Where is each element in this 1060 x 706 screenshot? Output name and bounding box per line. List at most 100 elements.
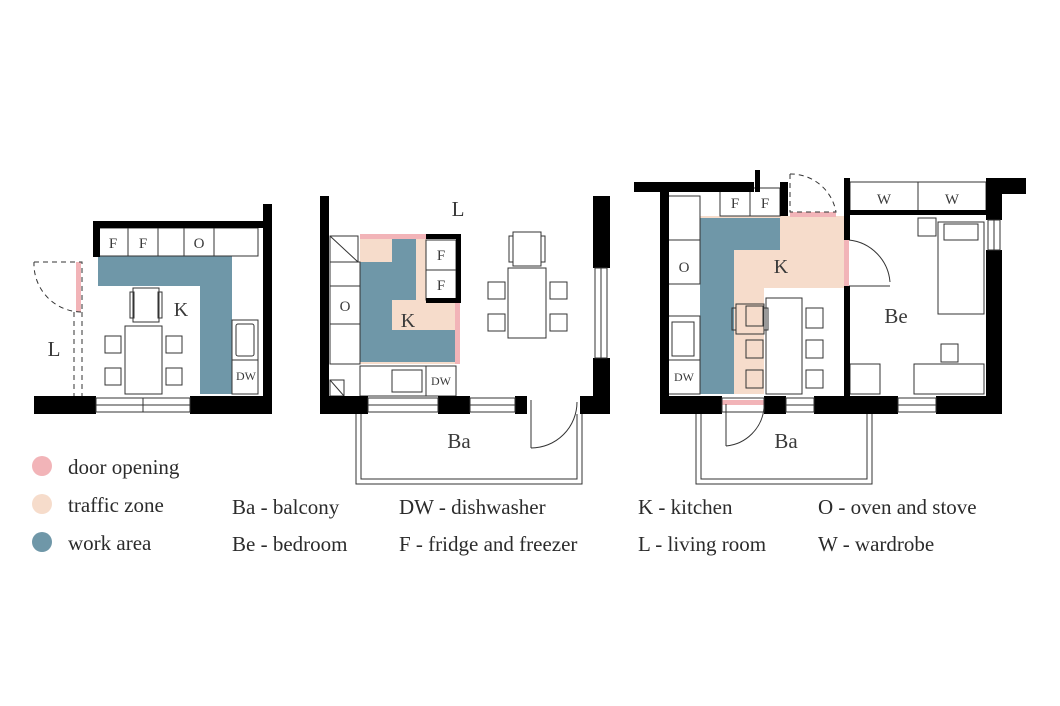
door-swing bbox=[33, 261, 83, 396]
chair bbox=[745, 339, 764, 359]
wheelchair bbox=[731, 303, 769, 335]
traffic-zone bbox=[700, 216, 844, 394]
legend-work-area: work area bbox=[68, 531, 152, 555]
traffic-zone-swatch bbox=[32, 494, 52, 514]
dishwasher-label: DW bbox=[431, 374, 452, 388]
balcony-label: Ba bbox=[774, 429, 798, 453]
dining-table bbox=[507, 267, 547, 339]
oven-label: O bbox=[340, 299, 351, 315]
abbreviation: Ba - balcony bbox=[232, 495, 340, 519]
dishwasher-label: DW bbox=[236, 369, 257, 383]
wardrobe-label: W bbox=[945, 192, 960, 208]
door-opening-zone bbox=[76, 262, 81, 312]
counter-cabinet bbox=[329, 323, 361, 365]
sink bbox=[671, 321, 695, 357]
chair bbox=[805, 339, 824, 359]
counter-cabinet bbox=[329, 261, 361, 287]
balcony-door bbox=[530, 400, 578, 449]
chair bbox=[745, 305, 764, 327]
legend: door opening traffic zone work area Ba -… bbox=[32, 455, 977, 556]
fridge-label: F bbox=[731, 196, 739, 212]
abbreviation: F - fridge and freezer bbox=[399, 532, 577, 556]
fridge-label: F bbox=[437, 248, 445, 264]
door-opening-zone bbox=[360, 234, 426, 239]
bedroom-label: Be bbox=[884, 304, 907, 328]
abbreviation: L - living room bbox=[638, 532, 766, 556]
balcony-label: Ba bbox=[447, 429, 471, 453]
door-opening-zone bbox=[790, 212, 836, 217]
door-opening-zone bbox=[844, 240, 849, 286]
abbreviation: Be - bedroom bbox=[232, 532, 347, 556]
kitchen-label: K bbox=[174, 299, 189, 321]
chair bbox=[549, 313, 568, 332]
sink bbox=[391, 369, 423, 393]
door-opening-swatch bbox=[32, 456, 52, 476]
work-area-zone bbox=[392, 238, 416, 300]
legend-traffic-zone: traffic zone bbox=[68, 493, 164, 517]
chair bbox=[165, 367, 183, 386]
chair bbox=[745, 369, 764, 389]
wardrobe-label: W bbox=[877, 192, 892, 208]
dishwasher-cabinet bbox=[231, 359, 259, 395]
cabinet bbox=[849, 363, 881, 395]
walls bbox=[34, 204, 272, 414]
counter-cabinet bbox=[667, 195, 701, 241]
door-opening-zone bbox=[455, 302, 460, 364]
work-area-zone bbox=[360, 262, 456, 362]
plan-1: F F O K DW L bbox=[33, 204, 272, 414]
dining-table bbox=[124, 325, 163, 395]
fridge-label: F bbox=[437, 278, 445, 294]
living-room-label: L bbox=[452, 197, 465, 221]
chair bbox=[549, 281, 568, 300]
chair bbox=[805, 307, 824, 329]
work-area-swatch bbox=[32, 532, 52, 552]
oven-label: O bbox=[194, 236, 205, 252]
desk bbox=[913, 363, 985, 395]
fridge-label: F bbox=[139, 236, 147, 252]
chair bbox=[940, 343, 959, 363]
door-opening-zone bbox=[722, 400, 764, 405]
chair bbox=[487, 281, 506, 300]
fridge-label: F bbox=[761, 196, 769, 212]
sink-cabinet bbox=[667, 315, 701, 361]
oven-label: O bbox=[679, 260, 690, 276]
counter-cabinet bbox=[213, 227, 259, 257]
nightstand bbox=[917, 217, 937, 237]
door-swing bbox=[789, 173, 837, 213]
abbreviation: O - oven and stove bbox=[818, 495, 977, 519]
window bbox=[367, 267, 608, 413]
chair bbox=[487, 313, 506, 332]
abbreviation: DW - dishwasher bbox=[399, 495, 546, 519]
fridge-label: F bbox=[109, 236, 117, 252]
walls bbox=[320, 196, 610, 414]
dishwasher-label: DW bbox=[674, 370, 695, 384]
kitchen-label: K bbox=[401, 310, 416, 332]
walls bbox=[634, 170, 1026, 414]
plan-3: F F W W O K DW Be Ba bbox=[634, 170, 1026, 485]
window bbox=[95, 397, 191, 413]
work-area-zone bbox=[200, 256, 232, 394]
balcony bbox=[695, 414, 873, 485]
island-table bbox=[765, 297, 803, 395]
chair bbox=[165, 335, 183, 354]
legend-door-opening: door opening bbox=[68, 455, 180, 479]
wheelchair bbox=[129, 287, 163, 323]
chair bbox=[104, 367, 122, 386]
abbreviation: W - wardrobe bbox=[818, 532, 934, 556]
door-swing bbox=[725, 239, 891, 447]
work-area-zone bbox=[700, 218, 780, 394]
balcony bbox=[355, 414, 583, 485]
living-room-label: L bbox=[48, 337, 61, 361]
counter-cabinet bbox=[157, 227, 185, 257]
chair bbox=[805, 369, 824, 389]
window bbox=[721, 219, 1001, 413]
sink bbox=[235, 323, 255, 357]
chair bbox=[104, 335, 122, 354]
kitchen-label: K bbox=[774, 256, 789, 278]
wheelchair bbox=[508, 231, 546, 267]
plan-2: L F F O K DW Ba bbox=[320, 196, 610, 485]
pillow bbox=[943, 223, 979, 241]
bed bbox=[937, 221, 985, 315]
abbreviation: K - kitchen bbox=[638, 495, 733, 519]
